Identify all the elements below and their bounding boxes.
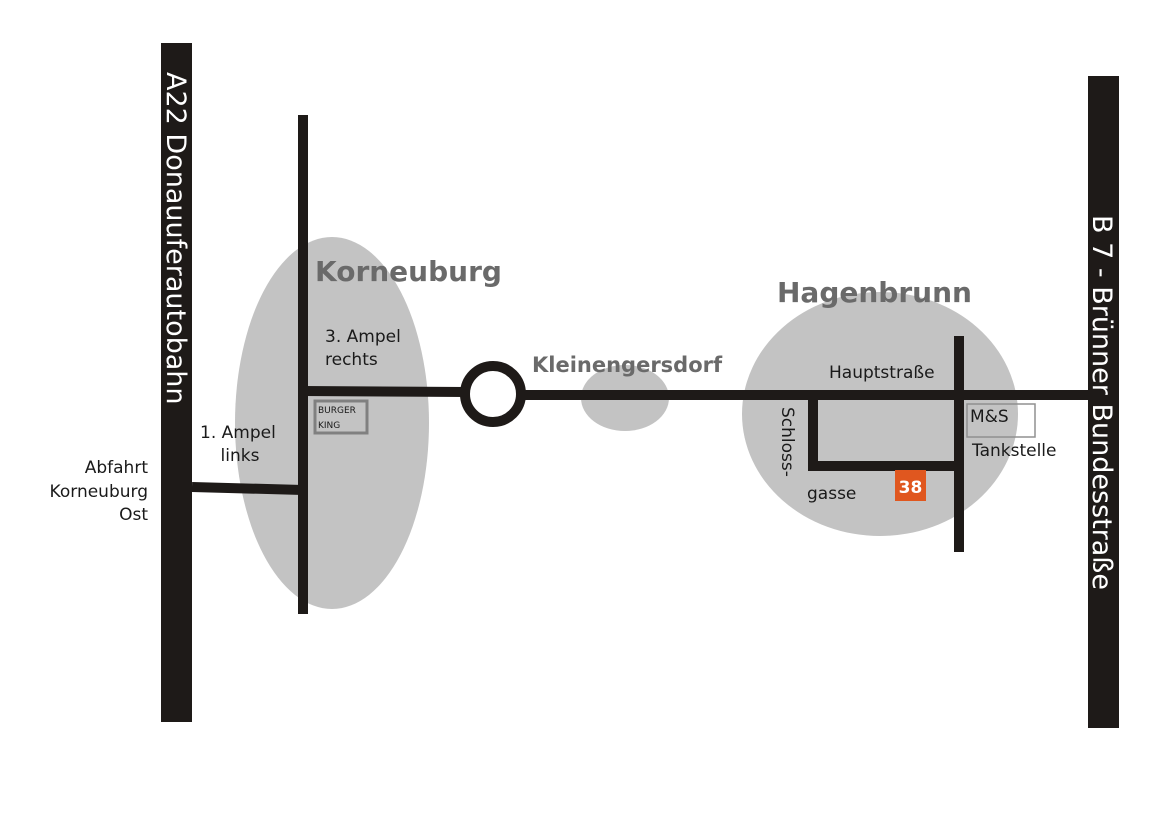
burger-king-line1: BURGER (318, 406, 356, 416)
a22-label: A22 Donauuferautobahn (160, 72, 191, 405)
tankstelle-label: Tankstelle (971, 441, 1057, 461)
exit-label-1: Abfahrt (85, 458, 149, 478)
ampel3-label-1: 3. Ampel (325, 327, 401, 347)
ampel1-label-1: 1. Ampel (200, 423, 276, 443)
schlossgasse-road (808, 395, 959, 471)
exit-label-3: Ost (119, 505, 148, 525)
hauptstrasse-label: Hauptstraße (829, 363, 935, 383)
schlossgasse-label-1: Schloss- (777, 407, 797, 477)
roundabout (460, 361, 526, 427)
ms-box (966, 403, 1036, 438)
ms-label: M&S (970, 407, 1009, 427)
korneuburg-label: Korneuburg (315, 255, 502, 288)
exit-label-2: Korneuburg (50, 482, 148, 502)
house-number: 38 (899, 478, 923, 498)
ampel3-label-2: rechts (325, 350, 378, 370)
main-road-west (302, 386, 467, 397)
korneuburg-area (235, 237, 429, 609)
b7-highway (1088, 76, 1119, 728)
burger-king-box (313, 399, 369, 435)
hagenbrunn-area (742, 292, 1018, 536)
burger-king-line2: KING (318, 421, 340, 431)
ampel1-label-2: links (221, 446, 260, 466)
b7-label: B 7 - Brünner Bundesstraße (1086, 215, 1117, 590)
schlossgasse-label-2: gasse (807, 484, 856, 504)
destination-marker (895, 470, 926, 501)
hagenbrunn-label: Hagenbrunn (777, 276, 972, 309)
kleinengersdorf-label: Kleinengersdorf (532, 353, 723, 377)
exit-road (191, 482, 304, 495)
roads (191, 115, 1088, 614)
a22-highway (161, 43, 192, 722)
